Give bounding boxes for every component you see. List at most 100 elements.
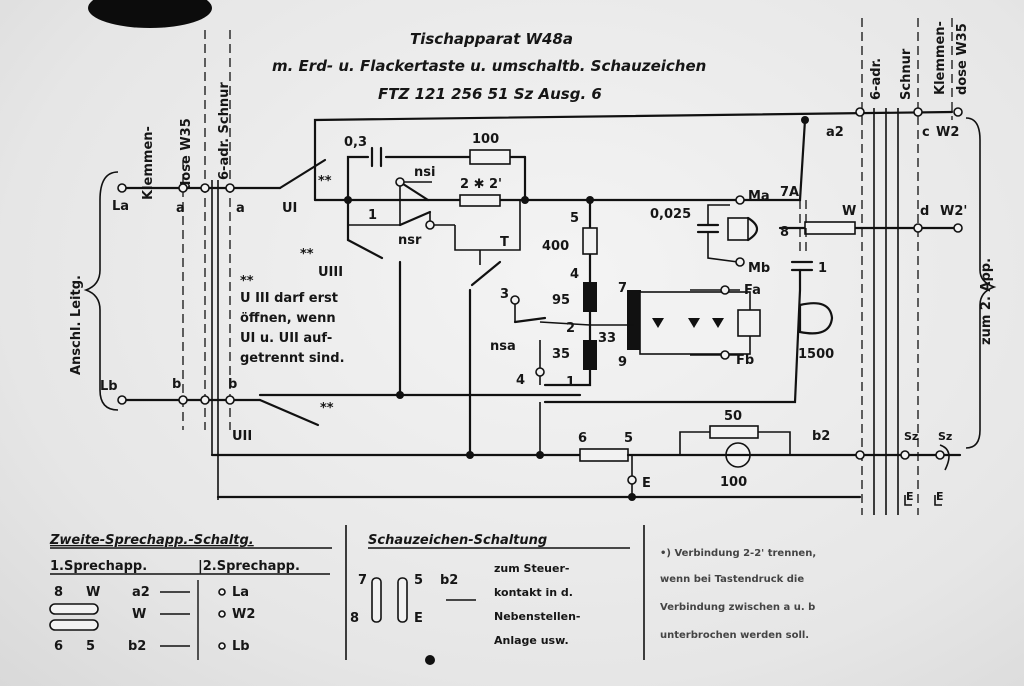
terminal-b2-right <box>855 450 865 460</box>
resistor-50 <box>709 425 759 439</box>
terminal-a3 <box>225 183 235 193</box>
label-w2: W2 <box>936 125 959 140</box>
legend2-n5: 5 <box>414 573 423 588</box>
label-stars-3: ** <box>320 401 334 416</box>
label-c: c <box>922 125 930 140</box>
legend3-text-3: Verbindung zwischen a u. b <box>660 602 815 613</box>
wire-loop-50 <box>679 431 710 455</box>
label-t: T <box>500 235 509 250</box>
note-line-2: U III darf erst <box>240 291 338 306</box>
label-stars-1: ** <box>318 174 332 189</box>
label-cap-0025: 0,025 <box>650 207 691 222</box>
schnur-label-right-1: 6-adr. <box>869 58 884 100</box>
label-mb: Mb <box>748 261 770 276</box>
microphone <box>727 217 749 241</box>
legend1-r1a: 8 <box>54 585 63 600</box>
terminal-w2p <box>953 223 963 233</box>
note-line-1: ** <box>240 274 254 289</box>
legend1-r2b: W <box>132 607 146 622</box>
label-n400: 400 <box>542 239 569 254</box>
terminal-a1 <box>178 183 188 193</box>
terminal-la <box>117 183 127 193</box>
diode-3 <box>712 318 724 328</box>
label-uii: UII <box>232 429 252 444</box>
terminal-d <box>913 223 923 233</box>
wire-cap-res <box>346 155 370 202</box>
label-n4: 4 <box>570 267 579 282</box>
bridge-8-w <box>804 221 856 235</box>
legend1-r1c: a2 <box>132 585 150 600</box>
label-cap-03: 0,3 <box>344 135 367 150</box>
schnur-label-left: 6-adr. Schnur <box>217 82 232 180</box>
zum-label: zum 2. App. <box>979 258 994 345</box>
label-n100b: 100 <box>720 475 747 490</box>
terminal-mb <box>735 257 745 267</box>
diode-2 <box>688 318 700 328</box>
label-e-r2: E <box>936 490 944 503</box>
label-n50: 50 <box>724 409 742 424</box>
label-lb: Lb <box>100 379 118 394</box>
contact-nsa <box>513 316 547 324</box>
label-fb: Fb <box>736 353 754 368</box>
legend1-r1b: W <box>86 585 100 600</box>
junction-1 <box>344 196 352 204</box>
legend3-text-1: •) Verbindung 2-2' trennen, <box>660 548 816 559</box>
label-b2: b2 <box>812 429 830 444</box>
switch-t <box>470 260 502 287</box>
label-a-mid: a <box>236 201 245 216</box>
legend1-bridge-2 <box>49 619 99 631</box>
legend2-title: Schauzeichen-Schaltung <box>368 533 547 548</box>
title-line-1: Tischapparat W48a <box>410 30 573 48</box>
terminal-fb <box>720 350 730 360</box>
label-sz1: Sz <box>904 430 918 443</box>
label-n4b: 4 <box>516 373 525 388</box>
junction-4 <box>396 391 404 399</box>
contact-nsr <box>398 210 432 227</box>
klemmendose-label-right-2: dose W35 <box>955 23 970 95</box>
label-n33: 33 <box>598 331 616 346</box>
label-b-mid: b <box>228 377 237 392</box>
terminal-a2-right <box>855 107 865 117</box>
bracket-sz <box>939 444 950 471</box>
wire-0025 <box>707 204 730 225</box>
mic-cup <box>746 216 759 242</box>
switch-uiii <box>346 238 384 260</box>
terminal-ma <box>735 195 745 205</box>
legend2-n7: 7 <box>358 573 367 588</box>
legend2-b2: b2 <box>440 573 458 588</box>
label-n1: 1 <box>566 375 575 390</box>
legend1-col1: 1.Sprechapp. <box>50 559 147 574</box>
wire-loop-50-b <box>758 431 791 455</box>
legend1-ring-2 <box>218 610 226 618</box>
resistor-6 <box>579 448 629 462</box>
legend3-text-4: unterbrochen werden soll. <box>660 630 809 641</box>
diode-1 <box>652 318 664 328</box>
legend2-text-4: Anlage usw. <box>494 634 569 647</box>
klemmendose-label-left-1: Klemmen- <box>141 126 156 200</box>
legend1-r3c: b2 <box>128 639 146 654</box>
coil-95 <box>583 282 597 312</box>
left-brace <box>83 171 119 411</box>
label-one: 1 <box>368 208 377 223</box>
terminal-e <box>627 475 637 485</box>
label-w2p: W2' <box>940 204 967 219</box>
legend2-bar-2 <box>397 577 408 623</box>
junction-3 <box>586 196 594 204</box>
terminal-w2 <box>953 107 963 117</box>
legend1-ring-3 <box>218 642 226 650</box>
bracket-e-1 <box>904 495 912 506</box>
terminal-sz1 <box>900 450 910 460</box>
label-n9: 9 <box>618 355 627 370</box>
resistor-100 <box>469 149 511 165</box>
terminal-nsr <box>425 220 435 230</box>
bridge-2-2p <box>459 194 501 207</box>
label-n95: 95 <box>552 293 570 308</box>
wire-cap1-down <box>543 268 802 404</box>
schnur-label-right-2: Schnur <box>899 48 914 100</box>
label-w: W <box>842 204 856 219</box>
terminal-b1 <box>178 395 188 405</box>
legend1-ring-1 <box>218 588 226 596</box>
wire-nsa <box>539 321 591 326</box>
